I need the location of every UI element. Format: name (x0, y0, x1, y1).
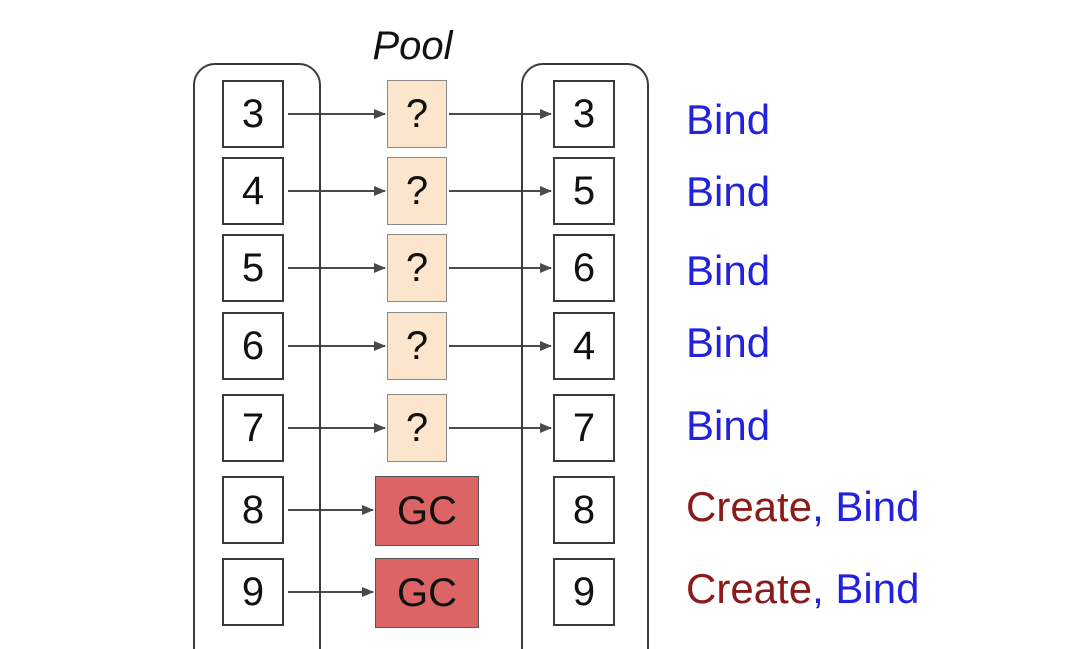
right-item-8: 8 (553, 476, 615, 544)
right-item-7: 7 (553, 394, 615, 462)
left-item-9: 9 (222, 558, 284, 626)
action-label: Bind (686, 318, 770, 368)
pool-slot: ? (387, 157, 447, 225)
left-item-6: 6 (222, 312, 284, 380)
action-bind: Bind (686, 247, 771, 294)
action-label: Bind (686, 95, 770, 145)
pool-slot: ? (387, 312, 447, 380)
action-bind: Bind (686, 319, 771, 366)
pool-slot: ? (387, 234, 447, 302)
pool-slot: ? (387, 394, 447, 462)
left-item-4: 4 (222, 157, 284, 225)
left-item-5: 5 (222, 234, 284, 302)
action-label: Bind (686, 246, 770, 296)
action-bind: Bind (686, 96, 771, 143)
left-item-7: 7 (222, 394, 284, 462)
action-label: Bind (686, 401, 770, 451)
action-separator: , (812, 483, 836, 530)
action-bind: Bind (686, 402, 771, 449)
action-create: Create (686, 483, 813, 530)
left-item-8: 8 (222, 476, 284, 544)
left-item-3: 3 (222, 80, 284, 148)
gc-box: GC (375, 476, 479, 546)
action-label: Create, Bind (686, 564, 919, 614)
gc-box: GC (375, 558, 479, 628)
action-bind: Bind (686, 168, 771, 215)
action-create: Create (686, 565, 813, 612)
action-separator: , (812, 565, 836, 612)
right-column-frame (521, 63, 649, 649)
action-label: Create, Bind (686, 482, 919, 532)
right-item-9: 9 (553, 558, 615, 626)
pool-slot: ? (387, 80, 447, 148)
action-label: Bind (686, 167, 770, 217)
right-item-4: 4 (553, 312, 615, 380)
action-bind: Bind (835, 565, 920, 612)
left-column-frame (193, 63, 321, 649)
right-item-6: 6 (553, 234, 615, 302)
right-item-5: 5 (553, 157, 615, 225)
right-item-3: 3 (553, 80, 615, 148)
pool-title: Pool (372, 24, 453, 68)
action-bind: Bind (835, 483, 920, 530)
